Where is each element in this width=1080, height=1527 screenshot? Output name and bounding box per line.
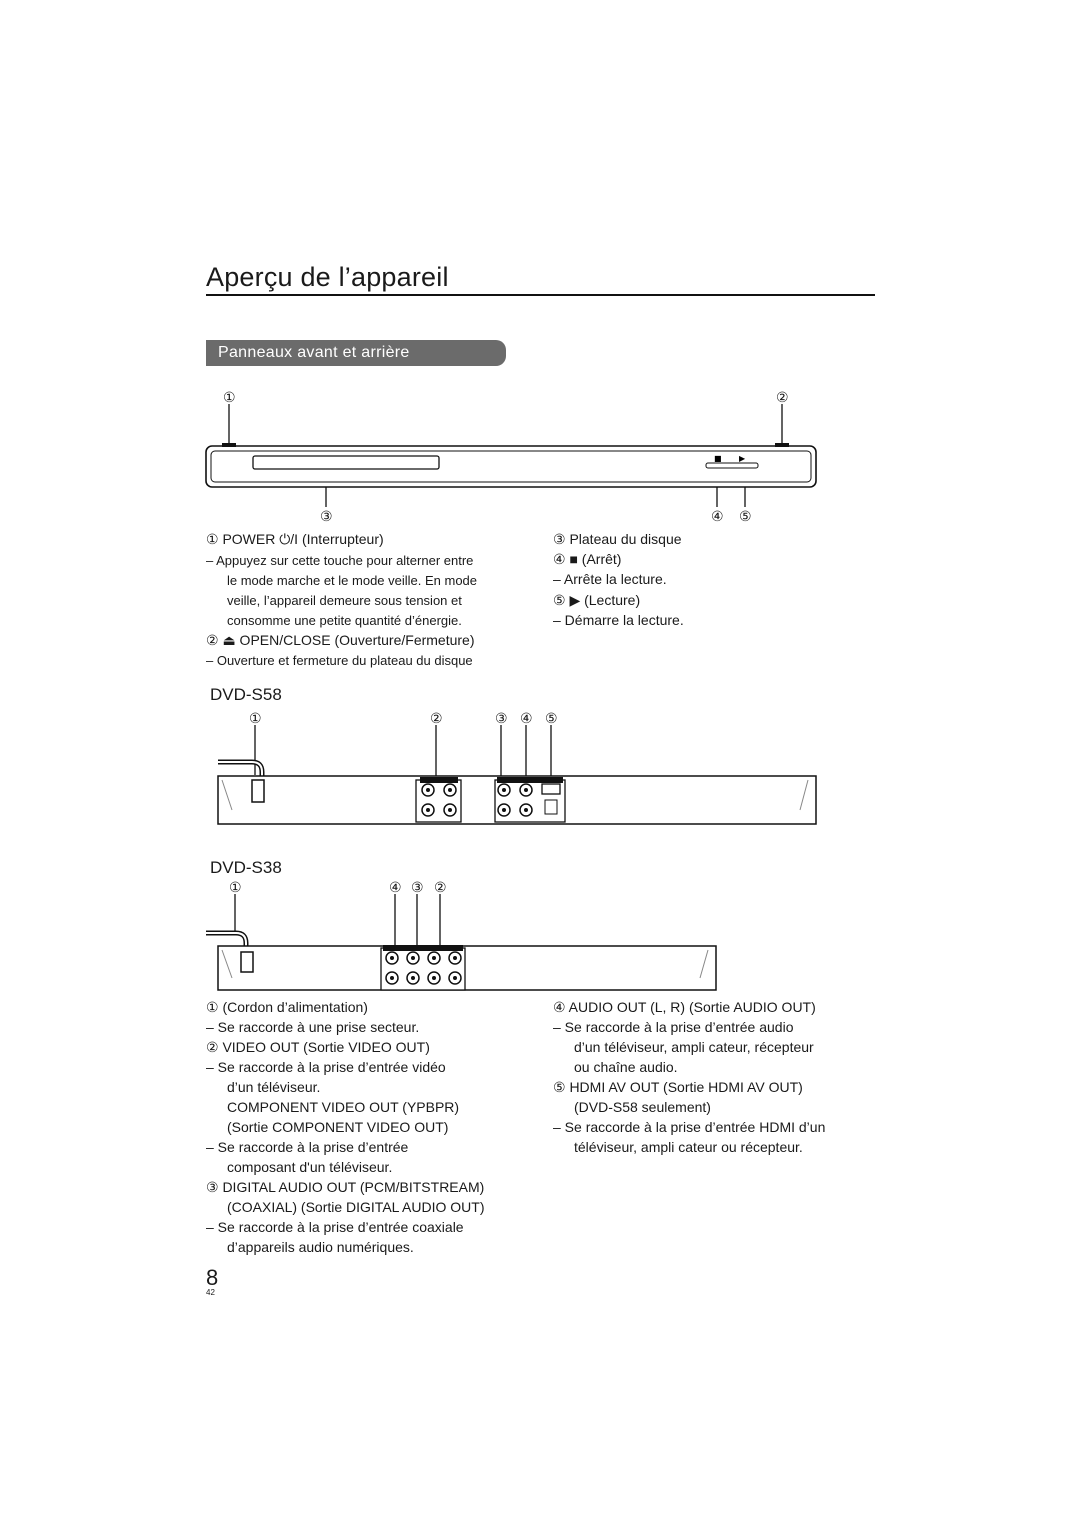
bottom-item-digital-desc: – Se raccorde à la prise d’entrée coaxia…	[206, 1219, 464, 1235]
page-sub-number: 42	[206, 1288, 215, 1297]
front-stop-icon: ■	[714, 454, 722, 463]
front-play-icon: ▶	[739, 454, 746, 463]
page-title: Aperçu de l’appareil	[206, 262, 449, 292]
front-item-power-desc: – Appuyez sur cette touche pour alterner…	[206, 553, 474, 568]
front-callout-4: ④	[711, 508, 724, 524]
s58-callout-1: ①	[249, 710, 262, 726]
s58-callout-2: ②	[430, 710, 443, 726]
s38-callout-1: ①	[229, 879, 242, 895]
title-rule	[206, 294, 875, 296]
bottom-item-cord-desc: – Se raccorde à une prise secteur.	[206, 1019, 420, 1035]
bottom-item-video: ② VIDEO OUT (Sortie VIDEO OUT)	[206, 1039, 430, 1055]
s38-callout-2: ②	[434, 879, 447, 895]
front-item-stop: ④ ■ (Arrêt)	[553, 551, 622, 567]
s58-callout-3: ③	[495, 710, 508, 726]
s38-callout-4: ④	[389, 879, 402, 895]
front-item-play: ⑤ ▶ (Lecture)	[553, 592, 641, 608]
s38-callout-3: ③	[411, 879, 424, 895]
bottom-item-audio-desc-2: d’un téléviseur, ampli cateur, récepteur	[574, 1039, 814, 1055]
bottom-item-cord: ① (Cordon d’alimentation)	[206, 999, 368, 1015]
front-item-power-desc-3: veille, l’appareil demeure sous tension …	[227, 593, 462, 608]
front-item-power: ① POWER ⏻/I (Interrupteur)	[206, 531, 384, 547]
bottom-item-video-desc-2: d’un téléviseur.	[227, 1079, 321, 1095]
model-label-s58: DVD-S58	[210, 685, 282, 704]
bottom-item-component-desc-2: composant d'un téléviseur.	[227, 1159, 393, 1175]
front-item-power-desc-4: consomme une petite quantité d’énergie.	[227, 613, 462, 628]
page-number: 8	[206, 1265, 219, 1290]
front-item-tray: ③ Plateau du disque	[553, 531, 682, 547]
bottom-item-audio-desc: – Se raccorde à la prise d’entrée audio	[553, 1019, 794, 1035]
bottom-item-audio-desc-3: ou chaîne audio.	[574, 1059, 678, 1075]
front-callout-2: ②	[776, 389, 789, 405]
front-item-open-close-desc: – Ouverture et fermeture du plateau du d…	[206, 653, 473, 668]
control-strip	[705, 462, 759, 469]
s38-chassis	[217, 945, 717, 991]
section-heading: Panneaux avant et arrière	[206, 340, 506, 366]
front-callout-3: ③	[320, 508, 333, 524]
bottom-item-video-desc: – Se raccorde à la prise d’entrée vidéo	[206, 1059, 446, 1075]
front-item-power-desc-2: le mode marche et le mode veille. En mod…	[227, 573, 478, 588]
bottom-item-hdmi: ⑤ HDMI AV OUT (Sortie HDMI AV OUT)	[553, 1079, 803, 1095]
bottom-item-hdmi-desc: – Se raccorde à la prise d’entrée HDMI d…	[553, 1119, 826, 1135]
bottom-item-hdmi-2: (DVD-S58 seulement)	[574, 1099, 711, 1115]
disc-tray	[252, 455, 440, 470]
hdmi-port	[541, 783, 561, 795]
front-callout-1: ①	[223, 389, 236, 405]
bottom-item-component: COMPONENT VIDEO OUT (YPBPR)	[227, 1099, 460, 1115]
s58-callout-4: ④	[520, 710, 533, 726]
power-button	[222, 443, 236, 447]
front-item-stop-desc: – Arrête la lecture.	[553, 571, 667, 587]
bottom-item-digital: ③ DIGITAL AUDIO OUT (PCM/BITSTREAM)	[206, 1179, 485, 1195]
bottom-item-component-desc: – Se raccorde à la prise d’entrée	[206, 1139, 409, 1155]
open-close-button	[775, 443, 789, 447]
front-callout-5: ⑤	[739, 508, 752, 524]
bottom-item-component-2: (Sortie COMPONENT VIDEO OUT)	[227, 1119, 449, 1135]
bottom-item-digital-desc-2: d’appareils audio numériques.	[227, 1239, 414, 1255]
front-item-play-desc: – Démarre la lecture.	[553, 612, 684, 628]
bottom-item-audio: ④ AUDIO OUT (L, R) (Sortie AUDIO OUT)	[553, 999, 816, 1015]
model-label-s38: DVD-S38	[210, 858, 282, 877]
bottom-item-hdmi-desc-2: téléviseur, ampli cateur ou récepteur.	[574, 1139, 803, 1155]
bottom-item-digital-2: (COAXIAL) (Sortie DIGITAL AUDIO OUT)	[227, 1199, 485, 1215]
front-item-open-close: ② ⏏ OPEN/CLOSE (Ouverture/Fermeture)	[206, 632, 475, 648]
s58-callout-5: ⑤	[545, 710, 558, 726]
